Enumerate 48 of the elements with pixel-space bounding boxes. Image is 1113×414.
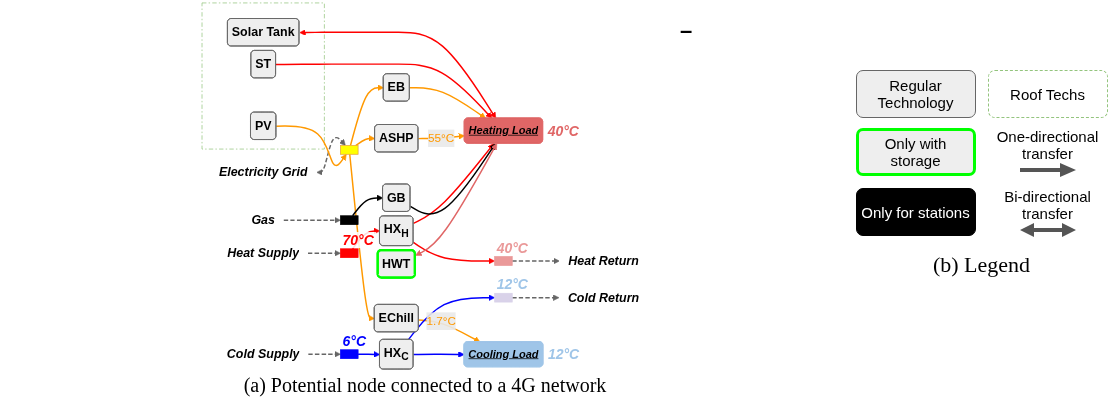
arrow bbox=[275, 125, 347, 167]
arrow bbox=[354, 135, 376, 147]
temperature-label: 6°C bbox=[340, 332, 368, 349]
dash-mark: – bbox=[680, 18, 693, 44]
figure-caption: (a) Potential node connected to a 4G network bbox=[243, 374, 607, 397]
arrow bbox=[415, 143, 498, 256]
arrow bbox=[412, 351, 465, 358]
node-text: Cold Return bbox=[567, 290, 640, 305]
node-text: Electricity Grid bbox=[218, 165, 308, 180]
edge-label: 1.7°C bbox=[426, 314, 456, 327]
node-bar bbox=[494, 256, 513, 266]
node-text: Heat Return bbox=[568, 253, 639, 268]
legend-text: Bi-directional transfer bbox=[1003, 188, 1092, 222]
cluster bbox=[201, 2, 325, 150]
arrow bbox=[351, 194, 384, 217]
node-text: Heat Supply bbox=[227, 246, 300, 260]
legend-sample-box: Regular Technology bbox=[855, 70, 976, 118]
node-bar bbox=[340, 215, 359, 225]
arrow bbox=[357, 351, 381, 358]
arrow bbox=[412, 241, 495, 265]
arrow bbox=[412, 143, 495, 225]
arrow bbox=[408, 86, 486, 119]
arrow bbox=[409, 143, 496, 215]
legend-sample-box: Only for stations bbox=[855, 188, 976, 236]
arrow bbox=[511, 294, 560, 301]
arrow bbox=[349, 153, 375, 322]
arrow bbox=[275, 63, 493, 119]
node-text: Cold Supply bbox=[226, 347, 300, 361]
edge-label: 55°C bbox=[428, 131, 455, 145]
temperature-label: 40°C bbox=[545, 122, 581, 139]
arrow bbox=[316, 136, 346, 176]
node-bar bbox=[494, 292, 513, 303]
arrow bbox=[307, 249, 341, 257]
temperature-label: 70°C bbox=[340, 231, 376, 248]
arrow bbox=[283, 216, 341, 224]
node-text: Gas bbox=[251, 213, 275, 227]
temperature-label: 40°C bbox=[494, 239, 530, 256]
legend-caption: (b) Legend bbox=[932, 252, 1031, 278]
arrow bbox=[349, 84, 384, 147]
node-bar bbox=[340, 248, 359, 258]
legend-sample-box: Only with storage bbox=[855, 128, 976, 176]
node-bar bbox=[340, 349, 359, 359]
arrow bbox=[299, 29, 497, 119]
legend-text: One-directional transfer bbox=[995, 128, 1100, 162]
arrow bbox=[307, 350, 341, 358]
arrow bbox=[511, 257, 560, 265]
node-bar bbox=[340, 145, 359, 155]
legend-sample-box: Roof Techs bbox=[987, 70, 1108, 118]
